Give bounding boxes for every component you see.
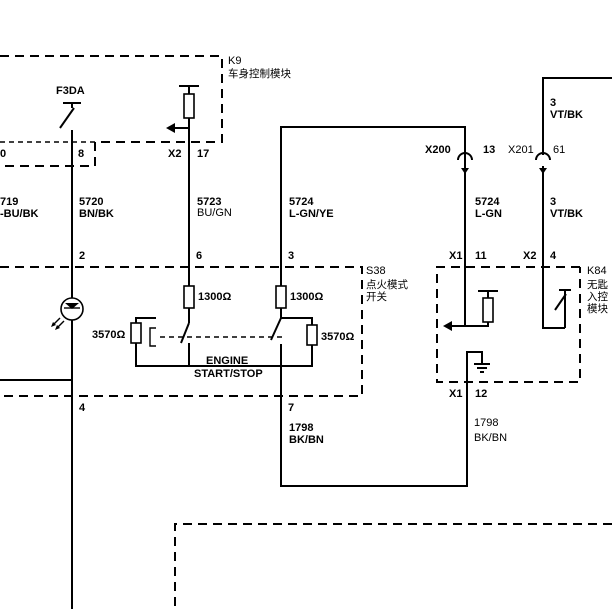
resistor-1300-a	[183, 285, 195, 309]
wire-5724a-circuit: 5724	[289, 196, 314, 208]
k84-x1-label: X1	[449, 250, 462, 262]
x201-label: X201	[508, 144, 534, 156]
resistor-3570-b	[306, 324, 318, 346]
wire-1798a-circuit: 1798	[289, 422, 313, 434]
wire-5724-loop	[280, 126, 466, 286]
k9-pin-left: 0	[0, 148, 6, 160]
wire-3	[542, 77, 612, 155]
wire-5724-return	[280, 366, 468, 487]
s38-module-id: S38	[366, 265, 386, 277]
wire-5723-circuit: 5723	[197, 196, 221, 208]
resistor-1300-b	[275, 285, 287, 309]
wire-3-top-circuit: 3	[550, 97, 556, 109]
switch-actuator	[149, 327, 156, 347]
fuse-switch	[59, 102, 81, 142]
x200-label: X200	[425, 144, 451, 156]
s38-module-boundary	[0, 266, 363, 397]
k9-module-name: 车身控制模块	[228, 67, 291, 80]
ground-icon	[466, 351, 490, 394]
wire-3-top-color: VT/BK	[550, 109, 583, 121]
s38-pin-5724-bottom: 7	[288, 402, 294, 414]
x201-connector	[535, 152, 551, 174]
wire-5724b-color: L-GN	[475, 208, 502, 220]
s38-pin-5724: 3	[288, 250, 294, 262]
s38-pin-5720: 2	[79, 250, 85, 262]
k84-pullup	[443, 290, 498, 331]
k84-module-name-1: 无匙	[587, 279, 608, 291]
s38-pin-5723: 6	[196, 250, 202, 262]
switch-label-2: START/STOP	[194, 368, 263, 380]
wire-3-color: VT/BK	[550, 208, 583, 220]
k84-x1-pin-12: 12	[475, 388, 487, 400]
wire-5724a-color: L-GN/YE	[289, 208, 334, 220]
wire-719-circuit: 719	[0, 196, 18, 208]
k9-connector-label: X2	[168, 148, 181, 160]
fuse-label: F3DA	[56, 85, 85, 97]
k84-module-boundary	[436, 266, 581, 383]
s38-module-name-1: 点火模式	[366, 278, 408, 291]
k84-switch	[542, 289, 571, 329]
resistor-3570-b-label: 3570Ω	[321, 331, 354, 343]
k84-x2-label: X2	[523, 250, 536, 262]
wire-3-circuit: 3	[550, 196, 556, 208]
x201-pin: 61	[553, 144, 565, 156]
k84-module-id: K84	[587, 265, 607, 277]
wire-719-color: -BU/BK	[0, 208, 39, 220]
wire-5723-color: BU/GN	[197, 207, 232, 219]
wire-5720-color: BN/BK	[79, 208, 114, 220]
s38-module-name-2: 开关	[366, 290, 387, 303]
wire-1798b-circuit: 1798	[474, 417, 498, 429]
x200-pin: 13	[483, 144, 495, 156]
k84-module-name-2: 入控	[587, 290, 608, 303]
k9-pin-signal: 17	[197, 148, 209, 160]
k9-module-boundary	[0, 55, 223, 167]
wire-5720-circuit: 5720	[79, 196, 103, 208]
resistor-3570-a-label: 3570Ω	[92, 329, 125, 341]
k84-x1-label-bottom: X1	[449, 388, 462, 400]
lower-module-boundary	[174, 523, 612, 609]
switch-label-1: ENGINE	[206, 355, 248, 367]
k9-pullup	[166, 85, 199, 142]
switch-right-contact	[270, 317, 282, 341]
wire-5724b-circuit: 5724	[475, 196, 500, 208]
wire-1798a-color: BK/BN	[289, 434, 324, 446]
x200-connector	[457, 152, 473, 174]
k9-module-id: K9	[228, 55, 241, 67]
resistor-1300-a-label: 1300Ω	[198, 291, 231, 303]
resistor-3570-a	[130, 322, 142, 344]
k9-pin-fuse: 8	[78, 148, 84, 160]
k84-x1-pin-11: 11	[475, 250, 487, 262]
wire-1798b-color: BK/BN	[474, 432, 507, 444]
resistor-1300-b-label: 1300Ω	[290, 291, 323, 303]
s38-pin-5720-bottom: 4	[79, 402, 86, 414]
k84-module-name-3: 模块	[587, 303, 608, 315]
switch-left-contact	[180, 322, 190, 344]
indicator-lamp-icon	[51, 297, 84, 330]
switch-left-branch	[135, 308, 190, 367]
k84-x2-pin-4: 4	[550, 250, 557, 262]
switch-right-branch	[280, 308, 313, 367]
